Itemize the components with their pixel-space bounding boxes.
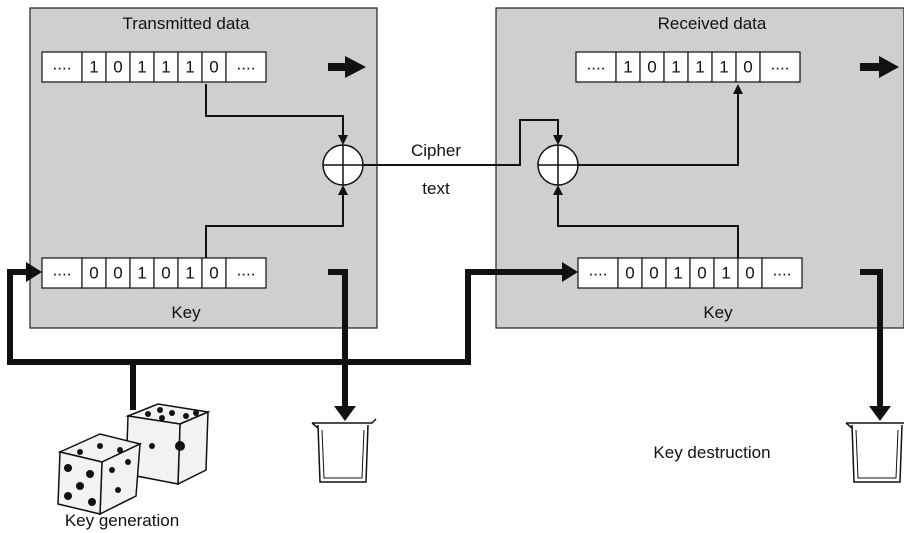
- tx-key-destruction-line: [328, 269, 348, 408]
- register-cell-value: 1: [671, 58, 680, 77]
- dice-icon: [57, 403, 211, 516]
- receiver-title: Received data: [658, 14, 767, 33]
- register-cell: [665, 257, 691, 289]
- tx-key-input-arrow: [26, 262, 42, 282]
- register-cell-value: 0: [209, 264, 218, 283]
- register-cell-value: 1: [695, 58, 704, 77]
- key-destruction-label: Key destruction: [653, 443, 770, 462]
- register-cell: [761, 257, 803, 289]
- register-cell-value: 0: [625, 264, 634, 283]
- register-cell: [105, 51, 131, 83]
- tx-key-to-xor-line: [205, 185, 348, 258]
- transmitter-title: Transmitted data: [123, 14, 250, 33]
- register-cell: [41, 257, 83, 289]
- register-cell: [153, 51, 179, 83]
- register-cell: [617, 257, 643, 289]
- register-cell-value: ....: [589, 261, 608, 280]
- transmitter-xor-icon: [322, 144, 364, 186]
- rx-key-destruction-line: [860, 269, 883, 408]
- register-cell: [615, 51, 641, 83]
- register-cell-value: 1: [185, 264, 194, 283]
- tx-beaker-icon: [311, 418, 377, 483]
- register-cell-value: 1: [185, 58, 194, 77]
- rx-key-to-xor-line: [553, 185, 739, 258]
- register-cell-value: 0: [209, 58, 218, 77]
- register-cell-value: ....: [587, 55, 606, 74]
- tx-data-to-xor-line: [205, 84, 348, 145]
- register-cell: [225, 51, 267, 83]
- register-cell-value: 1: [137, 264, 146, 283]
- register-cell-value: 0: [743, 58, 752, 77]
- register-cell-value: ....: [771, 55, 790, 74]
- register-cell-value: 1: [137, 58, 146, 77]
- register-cell-value: 1: [623, 58, 632, 77]
- key-generation-label: Key generation: [65, 511, 179, 530]
- register-cell: [81, 51, 107, 83]
- register-cell-value: 0: [697, 264, 706, 283]
- register-cell: [689, 257, 715, 289]
- ciphertext-label-line2: text: [422, 179, 450, 198]
- register-cell: [225, 257, 267, 289]
- register-cell-value: 1: [89, 58, 98, 77]
- register-cell-value: ....: [237, 55, 256, 74]
- register-cell: [105, 257, 131, 289]
- register-cell-value: ....: [773, 261, 792, 280]
- register-cell-value: ....: [237, 261, 256, 280]
- register-cell-value: 0: [161, 264, 170, 283]
- register-cell: [575, 51, 617, 83]
- ciphertext-label-line1: Cipher: [411, 141, 461, 160]
- register-cell-value: 1: [673, 264, 682, 283]
- register-cell: [41, 51, 83, 83]
- rx-destruction-arrow: [869, 406, 891, 421]
- rx-data-output-arrow: [860, 56, 899, 78]
- register-cell-value: 1: [719, 58, 728, 77]
- register-cell-value: 1: [721, 264, 730, 283]
- rx-xor-to-data-line: [578, 84, 743, 166]
- rx-beaker-icon: [845, 422, 904, 483]
- register-cell-value: 0: [647, 58, 656, 77]
- register-cell: [129, 257, 155, 289]
- ciphertext-channel-line: [363, 119, 563, 166]
- key-distribution-line-right: [133, 269, 563, 365]
- rx-key-input-arrow: [562, 262, 578, 282]
- register-cell: [663, 51, 689, 83]
- register-cell-value: 0: [745, 264, 754, 283]
- tx-data-output-arrow: [328, 56, 366, 78]
- register-cell: [641, 257, 667, 289]
- register-cell: [759, 51, 801, 83]
- register-cell: [735, 51, 761, 83]
- register-cell-value: 1: [161, 58, 170, 77]
- register-cell: [687, 51, 713, 83]
- register-cell-value: ....: [53, 261, 72, 280]
- register-cell: [81, 257, 107, 289]
- receiver-key-label: Key: [703, 303, 733, 322]
- register-cell-value: ....: [53, 55, 72, 74]
- transmitter-key-label: Key: [171, 303, 201, 322]
- register-cell-value: 0: [113, 264, 122, 283]
- register-cell-value: 0: [89, 264, 98, 283]
- register-cell-value: 0: [649, 264, 658, 283]
- register-cell-value: 0: [113, 58, 122, 77]
- receiver-xor-icon: [537, 144, 579, 186]
- tx-destruction-arrow: [334, 406, 356, 421]
